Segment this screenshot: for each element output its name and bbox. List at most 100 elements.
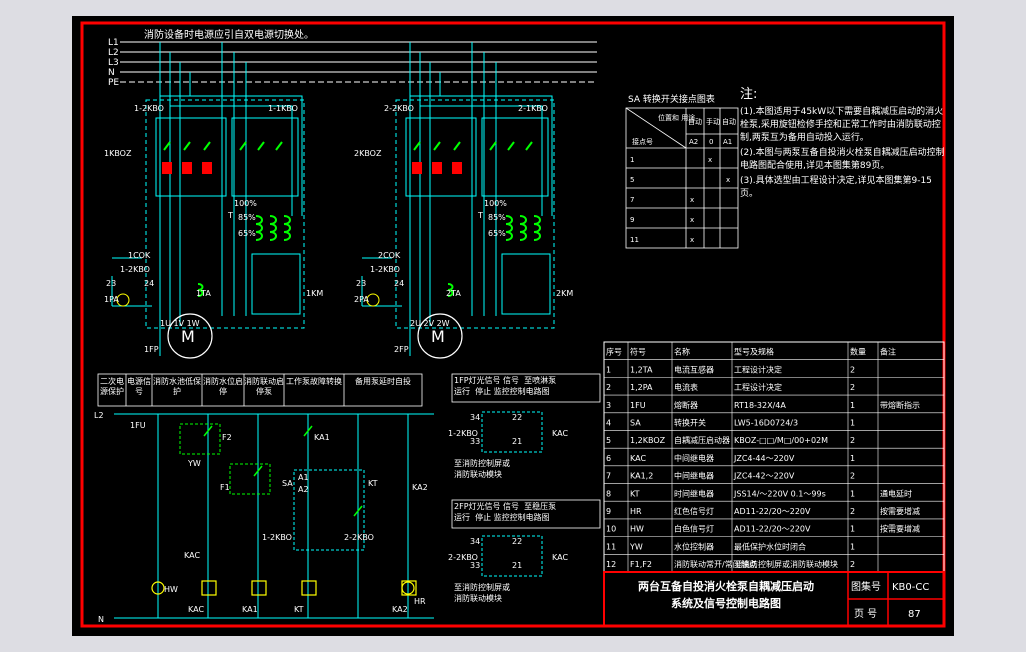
fire-1-kb: 1-2KBO bbox=[448, 429, 478, 438]
left-box-label: 1KBOZ bbox=[104, 149, 132, 158]
function-header: 二次电源保护 电源信号 消防水池低保护 消防水位启停 消防联动启停泵 工作泵故障… bbox=[97, 373, 423, 407]
fire-2-to: 至消防控制屏或 消防联动模块 bbox=[454, 583, 510, 603]
left-ta-label: 1TA bbox=[196, 289, 211, 298]
parts-cell: 1,2KBOZ bbox=[630, 436, 666, 445]
page-no: 87 bbox=[908, 609, 921, 620]
ctrl-hr: HR bbox=[414, 597, 426, 606]
fire-2-kac: KAC bbox=[552, 553, 568, 562]
fire-2-n1: 34 bbox=[470, 537, 480, 546]
parts-cell: 12 bbox=[606, 560, 616, 569]
note-1: (1).本图适用于45kW以下需要自耦减压启动的消火栓泵,采用旋钮检修手控和正常… bbox=[740, 107, 944, 143]
parts-cell: 时间继电器 bbox=[674, 488, 714, 498]
coil-label-4: KA2 bbox=[392, 605, 408, 614]
parts-cell: 1 bbox=[850, 525, 855, 534]
left-km-label: 1KM bbox=[306, 289, 323, 298]
parts-cell: 消防联动常开/常闭触点 bbox=[674, 559, 757, 569]
sa-row-1-m: x bbox=[708, 156, 712, 164]
sa-table-title: SA 转换开关接点图表 bbox=[628, 93, 715, 105]
fire-1-title: 1FP灯光信号 信号 至喷淋泵 运行 停止 监控控制电路图 bbox=[454, 376, 557, 396]
drawing-frame bbox=[80, 21, 946, 628]
coil-label-3: KT bbox=[294, 605, 304, 614]
parts-cell: 4 bbox=[606, 419, 611, 428]
right-n23: 23 bbox=[356, 279, 366, 288]
left-qf2-label: 1-1KBO bbox=[268, 104, 298, 113]
motor-1-icon bbox=[167, 313, 213, 359]
ammeter-1-icon bbox=[116, 293, 130, 307]
left-tap-100: 100% bbox=[234, 199, 257, 208]
right-tap-65: 65% bbox=[488, 229, 506, 238]
parts-cell: 2 bbox=[850, 507, 855, 516]
fire-1-n2: 33 bbox=[470, 437, 480, 446]
parts-cell: 1,2TA bbox=[630, 365, 653, 374]
parts-cell: 1 bbox=[606, 365, 611, 374]
sa-table: SA 转换开关接点图表 位置和 用途 接点号 自动 手动 自动 A2 0 A1 … bbox=[625, 93, 739, 249]
right-n24: 24 bbox=[394, 279, 404, 288]
parts-cell: JZC4-42～220V bbox=[733, 472, 795, 481]
parts-cell: 中间继电器 bbox=[674, 453, 714, 463]
parts-cell: 1,2PA bbox=[630, 383, 653, 392]
parts-cell: 通电延时 bbox=[880, 488, 912, 498]
right-tap-85: 85% bbox=[488, 213, 506, 222]
parts-cell: AD11-22/20～220V bbox=[734, 525, 811, 534]
func-2: 电源信号 bbox=[127, 377, 151, 396]
bus-label-l1: L1 bbox=[108, 38, 119, 48]
bus-label-l2: L2 bbox=[108, 48, 119, 58]
parts-cell: 10 bbox=[606, 525, 616, 534]
right-km-label: 2KM bbox=[556, 289, 573, 298]
parts-cell: 2 bbox=[850, 560, 855, 569]
ctrl-sa: SA bbox=[282, 479, 293, 488]
ctrl-kac: KAC bbox=[184, 551, 200, 560]
func-4: 消防水位启停 bbox=[203, 377, 243, 396]
ctrl-kb1: 1-2KBO bbox=[262, 533, 292, 542]
sa-row-5-m: x bbox=[690, 236, 694, 244]
right-sa-num: 1-2KBO bbox=[370, 265, 400, 274]
parts-cell: 2 bbox=[850, 383, 855, 392]
parts-header-3: 型号及规格 bbox=[734, 347, 774, 357]
left-n24: 24 bbox=[144, 279, 154, 288]
ctrl-f1: F1 bbox=[220, 483, 230, 492]
page-label: 页 号 bbox=[854, 608, 877, 620]
right-sa-label: 2COK bbox=[378, 251, 401, 260]
parts-cell: RT18-32X/4A bbox=[734, 401, 786, 410]
ctrl-n: N bbox=[98, 615, 104, 624]
left-sa-label: 1COK bbox=[128, 251, 151, 260]
bus-label-pe: PE bbox=[108, 78, 119, 88]
ctrl-kt: KT bbox=[368, 479, 378, 488]
fire-1-n4: 21 bbox=[512, 437, 522, 446]
parts-cell: LW5-16D0724/3 bbox=[734, 419, 798, 428]
right-ta-label: 2TA bbox=[446, 289, 461, 298]
parts-cell: 2 bbox=[606, 383, 611, 392]
left-sa-num: 1-2KBO bbox=[120, 265, 150, 274]
parts-cell: 红色信号灯 bbox=[674, 506, 714, 516]
parts-cell: 1 bbox=[850, 542, 855, 551]
title-text: 两台互备自投消火栓泵自耦减压启动 系统及信号控制电路图 bbox=[638, 580, 814, 610]
notes-block: 注: (1).本图适用于45kW以下需要自耦减压启动的消火栓泵,采用旋钮检修手控… bbox=[740, 87, 945, 199]
ctrl-ka2: KA2 bbox=[412, 483, 428, 492]
ctrl-hw: HW bbox=[164, 585, 178, 594]
func-1: 二次电源保护 bbox=[100, 377, 124, 396]
cad-drawing: 消防设备时电源应引自双电源切换处。 L1 L2 L3 N PE bbox=[80, 21, 946, 628]
sa-col-3: 自动 bbox=[722, 117, 736, 126]
fire-2-n4: 21 bbox=[512, 561, 522, 570]
sa-sub-2: 0 bbox=[709, 138, 713, 146]
parts-cell: AD11-22/20～220V bbox=[734, 507, 811, 516]
header-note: 消防设备时电源应引自双电源切换处。 bbox=[144, 28, 314, 41]
coil-label-1: KAC bbox=[188, 605, 204, 614]
term-a2: A2 bbox=[298, 485, 309, 494]
parts-cell: HW bbox=[630, 525, 644, 534]
sa-row-2-n: 5 bbox=[630, 176, 634, 184]
left-n23: 23 bbox=[106, 279, 116, 288]
sa-row-4-n: 9 bbox=[630, 216, 634, 224]
func-6: 工作泵故障转换 bbox=[286, 377, 342, 386]
notes-title: 注: bbox=[740, 87, 757, 102]
motor-1-symbol: M bbox=[181, 327, 195, 346]
sa-head-a: 位置和 用途 bbox=[658, 113, 695, 122]
left-pa-label: 1PA bbox=[104, 295, 119, 304]
parts-cell: 2 bbox=[850, 365, 855, 374]
parts-cell: 9 bbox=[606, 507, 611, 516]
fire-1-to: 至消防控制屏或 消防联动模块 bbox=[454, 459, 510, 479]
parts-cell: 白色信号灯 bbox=[674, 524, 714, 534]
parts-cell: 7 bbox=[606, 472, 611, 481]
sa-head-b: 接点号 bbox=[632, 137, 653, 146]
drawing-canvas: 消防设备时电源应引自双电源切换处。 L1 L2 L3 N PE bbox=[72, 16, 954, 636]
